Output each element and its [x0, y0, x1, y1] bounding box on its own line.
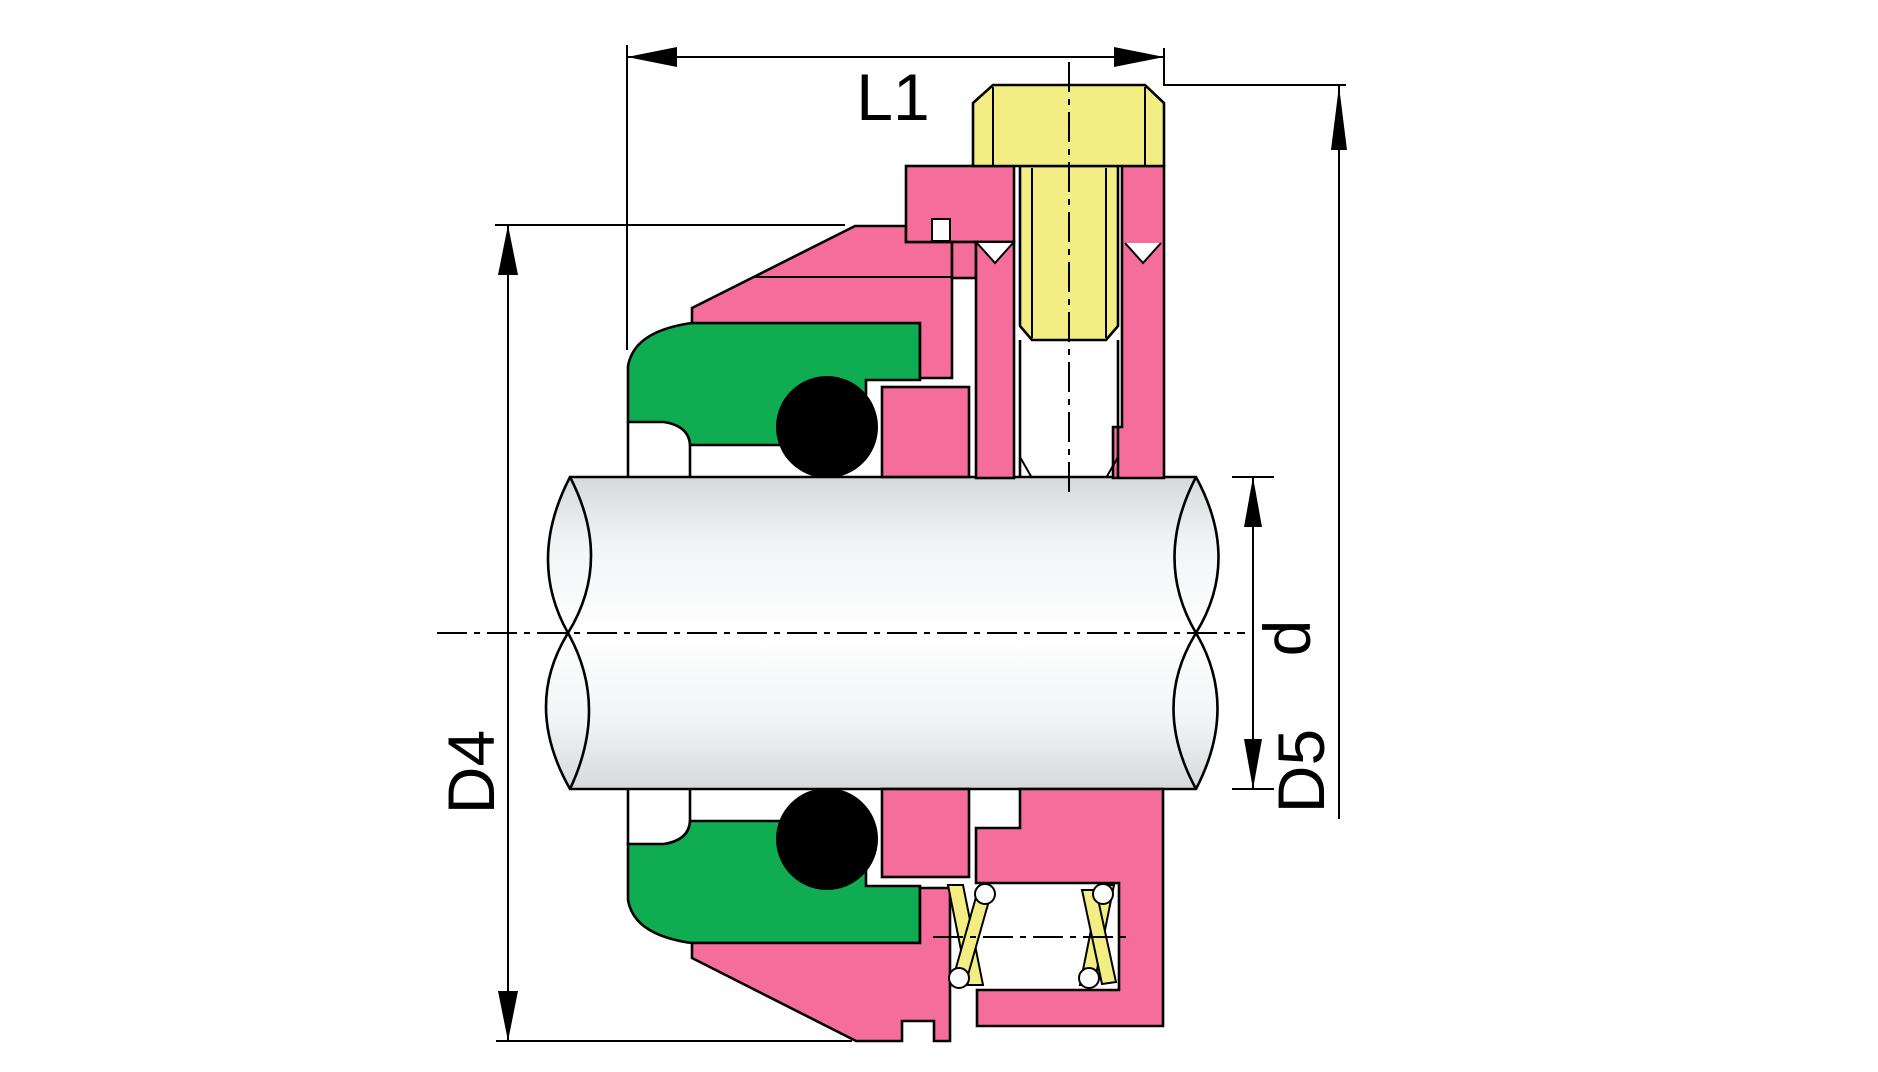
- dim-d-arrow-top: [1244, 477, 1262, 527]
- dim-l1-arrow-left: [627, 47, 677, 67]
- elastomer-wedge-lower: [690, 886, 952, 1043]
- dim-d-label: d: [1250, 620, 1324, 657]
- screw-hole-chamfer: [1019, 456, 1033, 479]
- hole-chamfer-lines-right: [1124, 242, 1162, 265]
- collar-column-left: [974, 240, 1016, 480]
- dim-d5-label: D5: [1264, 729, 1338, 813]
- dim-l1-arrow-right: [1114, 47, 1164, 67]
- dim-d4-arrow-top: [498, 225, 518, 275]
- spring-wire-section: [1078, 967, 1100, 989]
- retainer-neck-upper: [950, 240, 978, 280]
- face-holder-foot-upper: [880, 385, 971, 479]
- collar-column-right: [1111, 164, 1166, 480]
- hole-chamfer-notch-left: [977, 243, 1013, 263]
- screw-hole-chamfer: [1105, 456, 1119, 479]
- retainer-slot-upper: [931, 218, 951, 242]
- dim-d4-label: D4: [434, 730, 508, 814]
- dim-l1-label: L1: [856, 60, 929, 134]
- spring-wire-section: [1092, 883, 1114, 905]
- o-ring-lower: [776, 788, 878, 890]
- spring-wire-section: [948, 967, 970, 989]
- o-ring-upper: [776, 376, 878, 478]
- face-holder-foot-lower: [880, 787, 971, 879]
- retainer-block-upper: [904, 164, 1016, 244]
- hole-chamfer-notch-right: [1125, 243, 1161, 263]
- spring-retainer-lower: [974, 787, 1165, 1028]
- dim-d5-arrow-top: [1331, 86, 1347, 150]
- dim-d-arrow-bottom: [1244, 739, 1262, 789]
- dim-d4-arrow-bottom: [498, 991, 518, 1041]
- hole-chamfer-lines-left: [976, 242, 1014, 265]
- spring-wire-section: [974, 883, 996, 905]
- shaft-break-line-left: [566, 476, 593, 790]
